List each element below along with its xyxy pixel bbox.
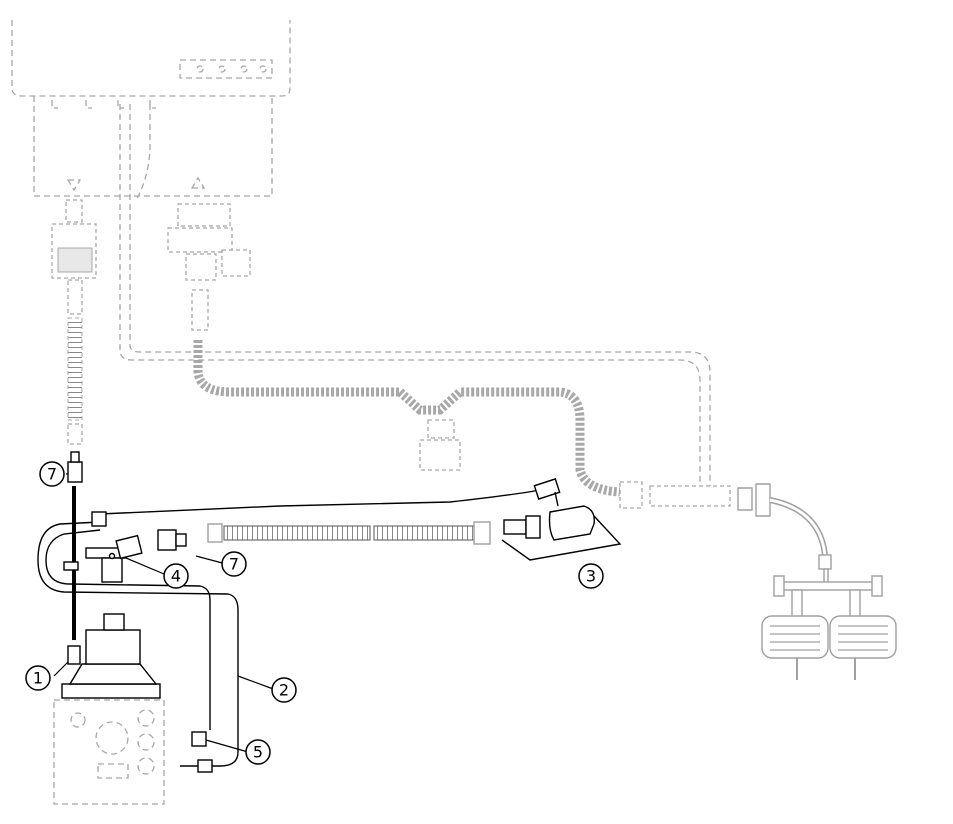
test-lung-ghost (737, 483, 897, 680)
callout-5: 5 (245, 739, 271, 765)
water-trap-tee (180, 731, 213, 773)
sample-line (67, 451, 83, 640)
callout-2: 2 (271, 677, 297, 703)
water-trap-kit (501, 505, 622, 561)
breathing-tube (207, 521, 491, 545)
flow-sensor-tubing (37, 478, 561, 767)
callout-5-label: 5 (253, 743, 263, 762)
ghost-patient-tubing (119, 104, 711, 500)
ventilator-unit-ghost (11, 20, 291, 197)
callout-7a-label: 7 (47, 465, 57, 484)
gas-module (53, 613, 165, 805)
ghost-inspiratory-limb (51, 199, 97, 445)
flow-sensor (63, 534, 143, 583)
callout-1: 1 (25, 665, 51, 691)
callout-7b-label: 7 (229, 555, 239, 574)
callout-1-label: 1 (33, 669, 43, 688)
callout-4-label: 4 (171, 567, 181, 586)
callout-7-sample-line: 7 (39, 461, 65, 487)
callout-3: 3 (578, 563, 604, 589)
callout-4: 4 (163, 563, 189, 589)
filter-connector (157, 529, 187, 551)
callout-3-label: 3 (586, 567, 596, 586)
leader-lines (53, 473, 277, 753)
callout-2-label: 2 (279, 681, 289, 700)
callout-7-connector: 7 (221, 551, 247, 577)
ghost-expiratory-limb (167, 203, 731, 509)
